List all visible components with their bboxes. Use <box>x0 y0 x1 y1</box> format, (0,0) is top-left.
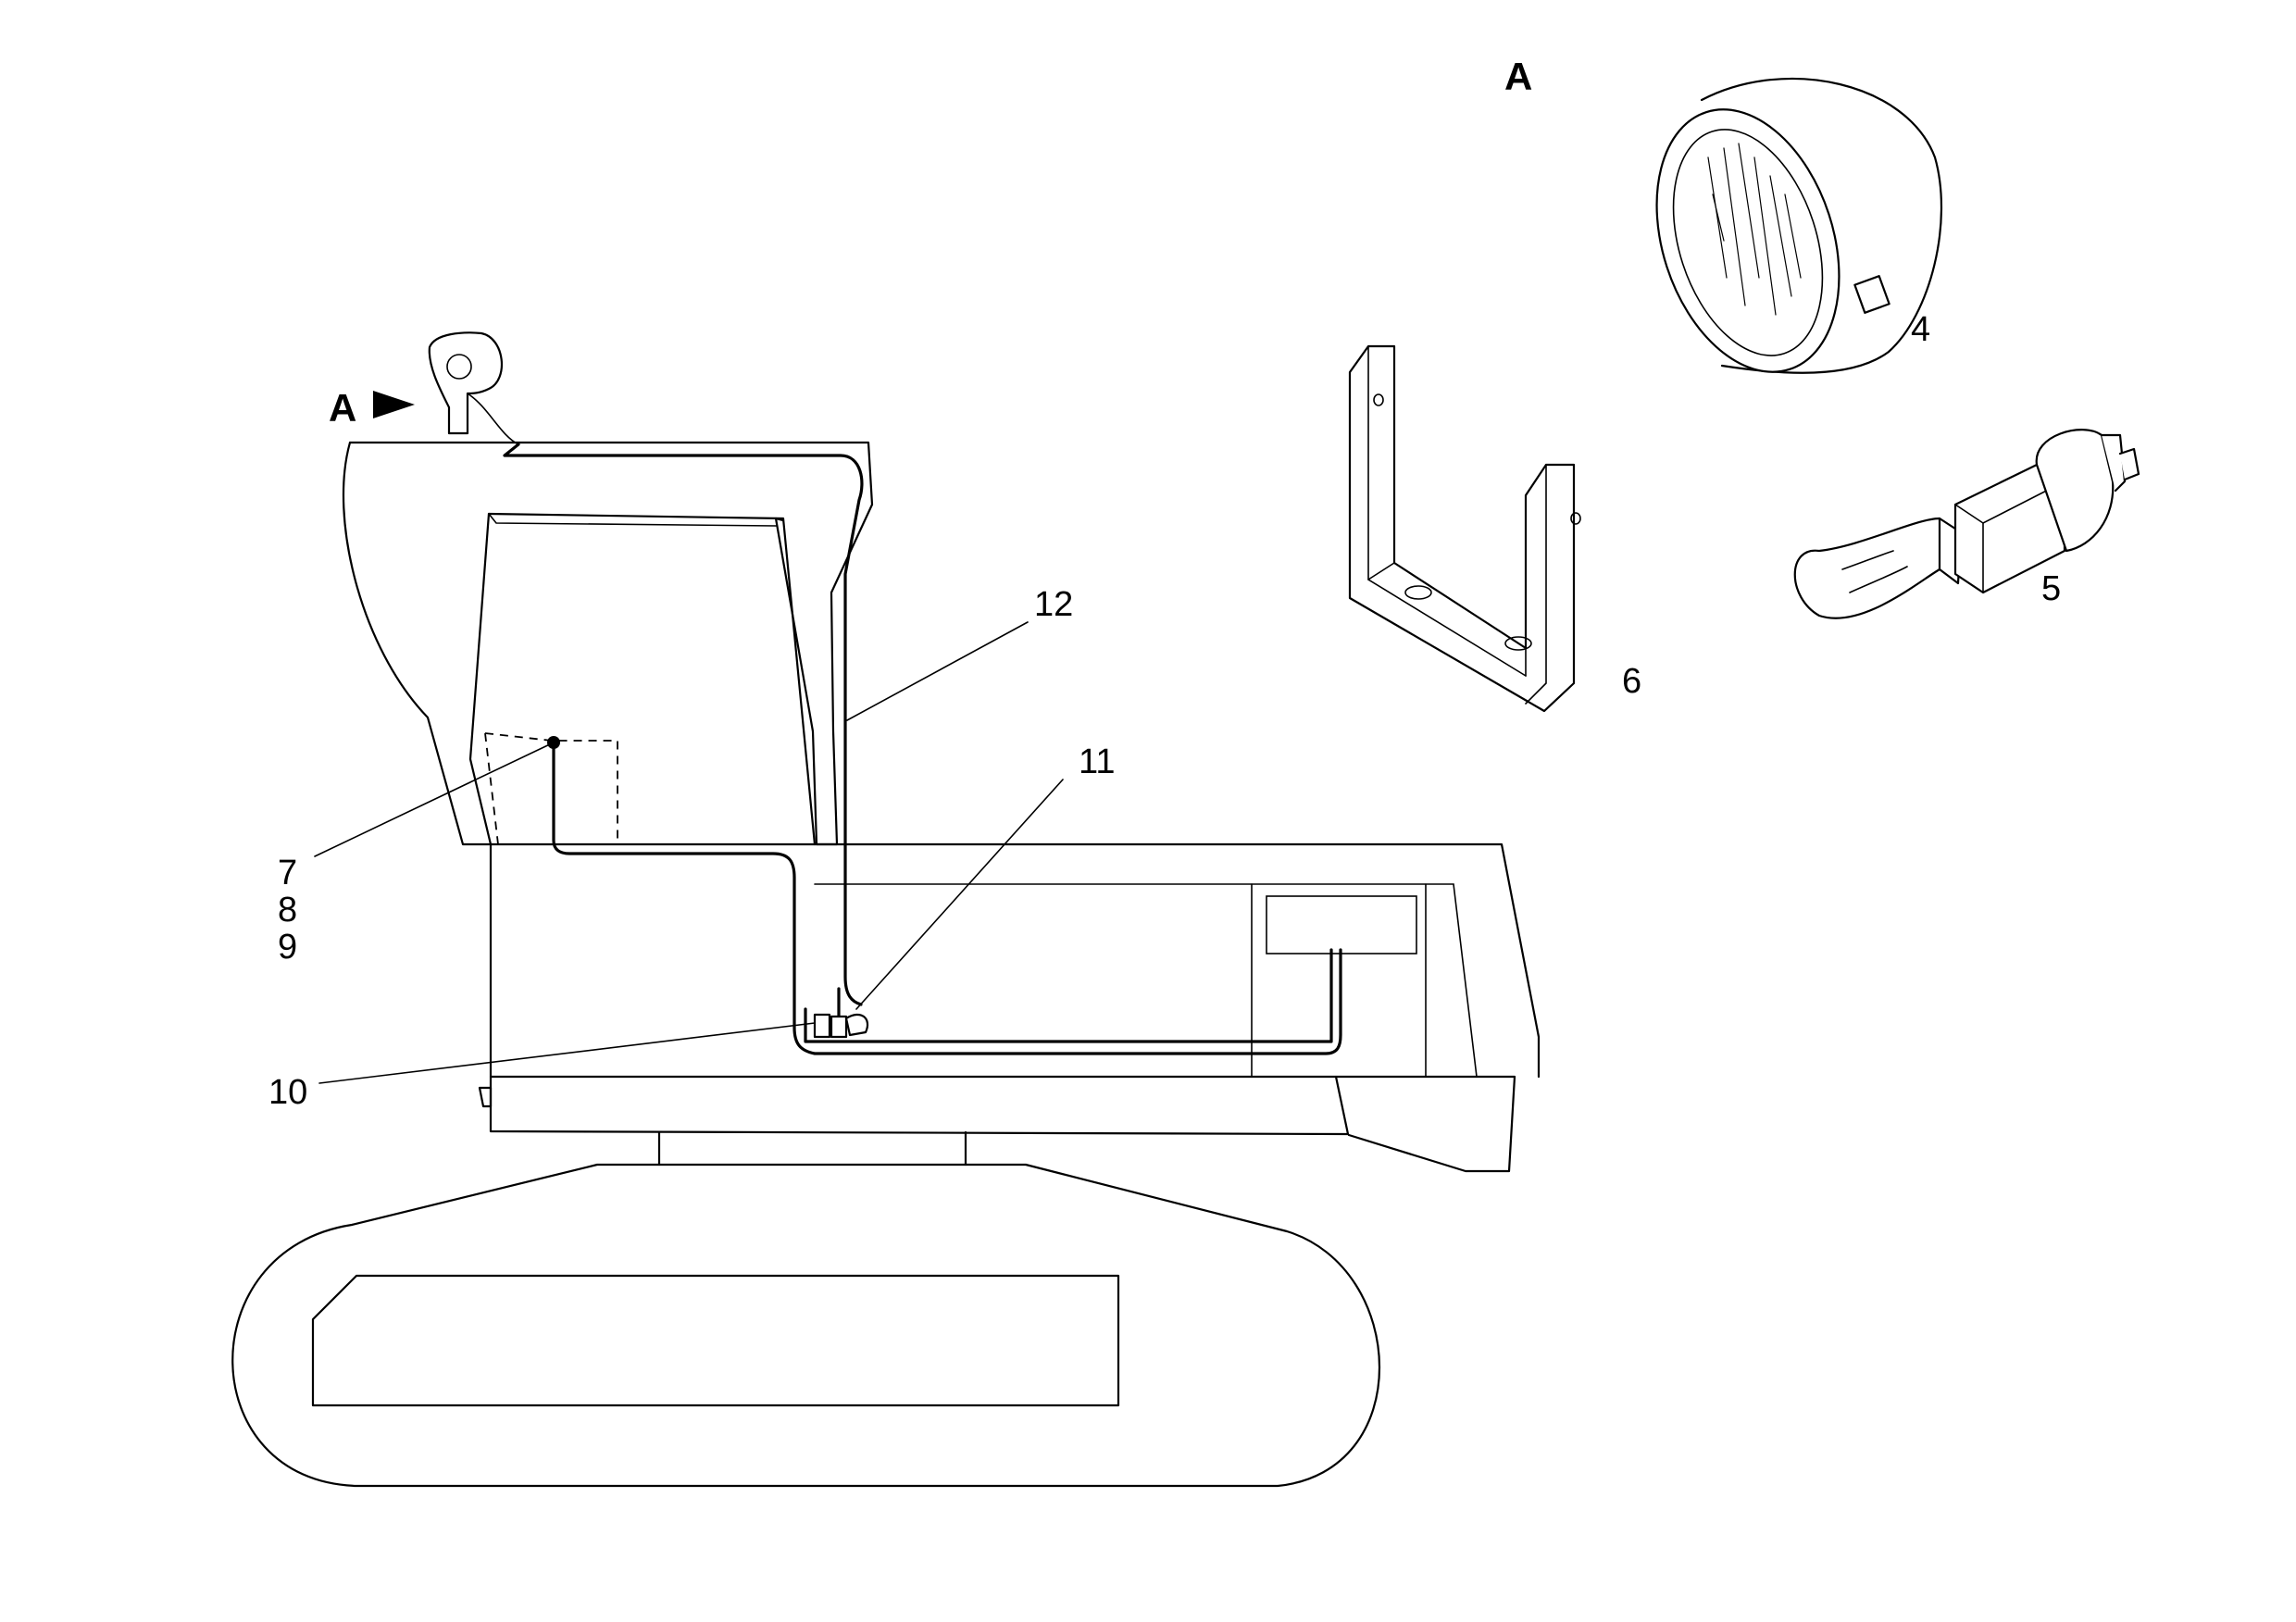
label-view-a-arrow: A <box>329 386 356 430</box>
label-view-a: A <box>1504 55 1532 98</box>
leader-lines <box>314 621 1064 1084</box>
label-part-6: 6 <box>1622 662 1641 701</box>
leader-7 <box>314 742 555 857</box>
track-assembly <box>231 1163 1380 1488</box>
part-5-bulb <box>1793 429 2140 619</box>
label-part-12: 12 <box>1034 585 1073 624</box>
leader-12 <box>846 621 1029 721</box>
leader-10 <box>318 1022 816 1084</box>
upper-frame <box>478 1075 1516 1173</box>
callout-labels: A A 4 5 6 7 8 9 10 11 12 <box>268 55 2061 1112</box>
part-4-work-lamp <box>1655 77 1943 374</box>
label-part-7: 7 <box>278 854 297 892</box>
label-part-10: 10 <box>268 1073 307 1112</box>
label-part-5: 5 <box>2041 569 2061 608</box>
label-part-9: 9 <box>278 928 297 967</box>
cable-harness <box>503 443 1342 1055</box>
connector-block <box>813 1013 869 1039</box>
engine-housing <box>489 842 1541 1079</box>
cab-work-lamp <box>428 331 519 445</box>
label-part-11: 11 <box>1079 742 1115 781</box>
label-part-4: 4 <box>1911 310 1930 349</box>
leader-11 <box>855 779 1064 1010</box>
operator-cab <box>342 441 874 846</box>
view-arrow-icon <box>373 391 415 418</box>
label-part-8: 8 <box>278 891 297 930</box>
part-6-bracket <box>1348 344 1581 713</box>
excavator-machine <box>231 331 1541 1488</box>
turntable <box>657 1130 967 1167</box>
